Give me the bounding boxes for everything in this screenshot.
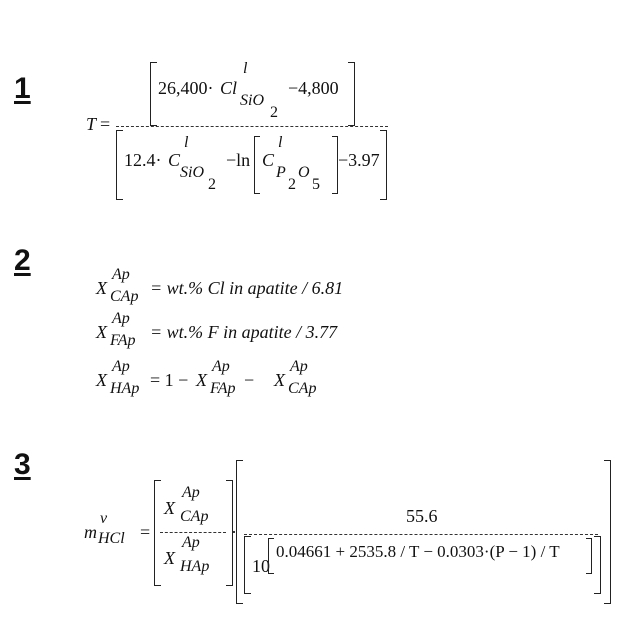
eq1-den-sub-2: 2 — [288, 176, 296, 193]
eq1-num-sub2: 2 — [270, 104, 278, 121]
eq1-den-sub-o: O — [298, 164, 310, 181]
eq2-line3-eq: = 1 − — [150, 370, 189, 390]
eq1-num-left-bracket — [150, 62, 157, 126]
eq2-line3-X3: X — [274, 370, 285, 390]
eq1-den-right-bracket — [380, 130, 387, 200]
eq3-dot: · — [231, 522, 237, 542]
eq2-line3-X: X — [96, 370, 107, 390]
eq3-equals: = — [140, 522, 151, 542]
eq3-frac-den-sub: HAp — [180, 558, 210, 575]
eq1-den-var: C — [168, 150, 181, 170]
eq1-den-sub: SiO — [180, 164, 204, 181]
eq1-den-sup: l — [184, 134, 189, 151]
eq3-main-fraction-bar — [244, 534, 598, 535]
eq1-num-var: Cl — [220, 78, 238, 98]
eq3-frac-num-X: X — [164, 498, 175, 518]
eq1-equals: = — [100, 114, 111, 134]
eq1-num-right-bracket — [348, 62, 355, 126]
eq2-line3-sup2: Ap — [212, 358, 230, 375]
eq3-den-right-bracket — [594, 536, 601, 594]
eq2-line3-sup: Ap — [112, 358, 130, 375]
eq2-line2-rhs: = wt.% F in apatite / 3.77 — [150, 322, 338, 342]
eq2-line3-sup3: Ap — [290, 358, 308, 375]
equation-number-3: 3 — [14, 448, 31, 481]
eq2-line3-X2: X — [196, 370, 207, 390]
eq1-den-sub-5: 5 — [312, 176, 320, 193]
eq2-line2-sup: Ap — [112, 310, 130, 327]
eq3-frac-den-X: X — [164, 548, 175, 568]
eq2-line1-sub: CAp — [110, 288, 139, 305]
eq1-den-sub2: 2 — [208, 176, 216, 193]
eq3-den-base: 10 — [252, 556, 270, 576]
eq3-frac-den-sup: Ap — [182, 534, 200, 551]
eq3-lhs: m — [84, 522, 97, 542]
eq3-frac-left-bracket — [154, 480, 161, 586]
eq1-inner-left-bracket — [254, 136, 260, 194]
eq1-inner-right-bracket — [332, 136, 338, 194]
eq3-big-left-bracket — [236, 460, 243, 604]
eq2-line2-X: X — [96, 322, 107, 342]
equation-number-2: 2 — [14, 244, 31, 277]
eq3-lhs-sup: v — [100, 510, 108, 527]
eq3-exp-right-bracket — [586, 538, 592, 574]
eq3-frac-right-bracket — [226, 480, 233, 586]
eq3-frac-num-sub: CAp — [180, 508, 209, 525]
eq2-line2-sub: FAp — [110, 332, 136, 349]
eq1-num-sub: SiO — [240, 92, 264, 109]
eq3-den-left-bracket — [244, 536, 251, 594]
eq1-lhs: T — [86, 114, 97, 134]
eq2-line1-rhs: = wt.% Cl in apatite / 6.81 — [150, 278, 344, 298]
eq1-den-left-bracket — [116, 130, 123, 200]
eq1-num-minus: −4,800 — [288, 78, 339, 98]
eq1-num-sup: l — [243, 60, 248, 77]
eq3-frac-bar — [160, 532, 226, 533]
eq1-den-sub-p: P — [276, 164, 286, 181]
eq1-den-minus: −3.97 — [338, 150, 380, 170]
eq3-lhs-sub: HCl — [98, 530, 125, 547]
eq2-line1-sup: Ap — [112, 266, 130, 283]
eq1-fraction-bar — [116, 126, 388, 127]
eq3-numerator: 55.6 — [406, 506, 438, 526]
eq2-line1-X: X — [96, 278, 107, 298]
equation-number-1: 1 — [14, 72, 31, 105]
eq2-line3-sub: HAp — [110, 380, 140, 397]
eq1-den-coef: 12.4· — [124, 150, 162, 170]
eq1-den-sup2: l — [278, 134, 283, 151]
eq1-den-var2: C — [262, 150, 275, 170]
eq2-line3-sub3: CAp — [288, 380, 317, 397]
eq2-line3-sub2: FAp — [210, 380, 236, 397]
eq1-num-coef: 26,400· — [158, 78, 214, 98]
eq2-line3-minus: − — [244, 370, 255, 390]
eq3-exp-left-bracket — [268, 538, 274, 574]
eq3-frac-num-sup: Ap — [182, 484, 200, 501]
eq3-exponent: 0.04661 + 2535.8 / T − 0.0303·(P − 1) / … — [276, 542, 560, 561]
eq1-den-ln: −ln — [226, 150, 251, 170]
eq3-big-right-bracket — [604, 460, 611, 604]
